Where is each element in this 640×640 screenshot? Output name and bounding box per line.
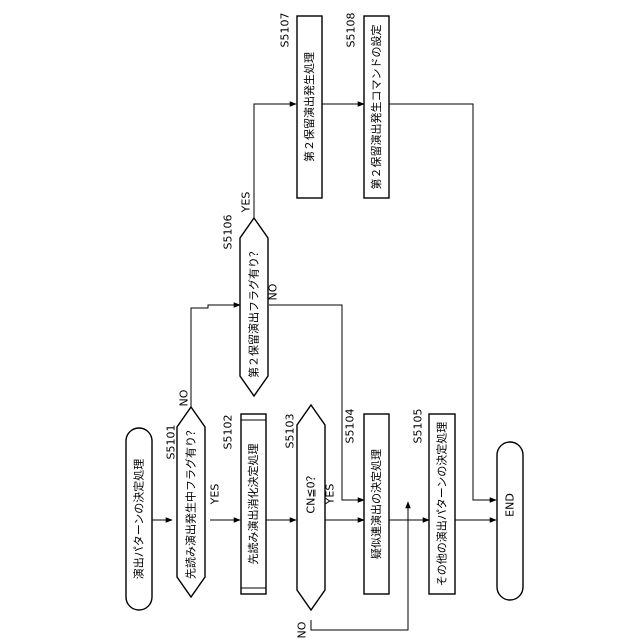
branch-no-s5101: NO	[178, 389, 191, 406]
branch-no-s5103: NO	[296, 621, 309, 638]
process-s5104: 疑似連演出の決定処理	[364, 414, 389, 594]
step-s5105: S5105	[412, 409, 425, 444]
decision-s5103: CN≦0？	[297, 405, 325, 610]
start-node-label: 演出パターンの決定処理	[132, 459, 146, 579]
step-s5103: S5103	[284, 414, 297, 449]
edge-s5106-s5107	[254, 104, 296, 220]
step-s5104: S5104	[344, 409, 357, 444]
process-s5104-label: 疑似連演出の決定処理	[369, 449, 383, 559]
decision-s5101: 先読み演出発生中フラグ有り？	[177, 407, 205, 597]
process-s5102-label: 先読み演出消化決定処理	[246, 444, 260, 565]
start-node: 演出パターンの決定処理	[126, 428, 152, 610]
end-node-label: END	[504, 493, 517, 517]
decision-s5103-label: CN≦0？	[305, 470, 318, 513]
branch-yes-s5101: YES	[209, 484, 222, 506]
branch-no-s5106: NO	[267, 283, 280, 300]
decision-s5106-label: 第２保留演出フラグ有り？	[247, 246, 261, 378]
process-s5107-label: 第２保留演出発生処理	[302, 52, 316, 162]
decision-s5106: 第２保留演出フラグ有り？	[240, 218, 268, 396]
step-s5101: S5101	[165, 425, 178, 460]
process-s5105: その他の演出パターンの決定処理	[429, 414, 455, 594]
branch-yes-s5106: YES	[240, 192, 253, 214]
step-s5102: S5102	[222, 415, 235, 450]
branch-yes-s5103: YES	[324, 484, 337, 506]
end-node: END	[497, 442, 523, 600]
process-s5107: 第２保留演出発生処理	[297, 16, 322, 198]
process-s5102: 先読み演出消化決定処理	[241, 414, 266, 594]
process-s5108: 第２保留演出発生コマンドの設定	[364, 16, 389, 198]
process-s5108-label: 第２保留演出発生コマンドの設定	[369, 25, 383, 190]
process-s5105-label: その他の演出パターンの決定処理	[435, 422, 449, 586]
step-s5106: S5106	[222, 215, 235, 250]
edge-s5101-s5106	[191, 305, 240, 410]
step-s5108: S5108	[345, 13, 358, 48]
decision-s5101-label: 先読み演出発生中フラグ有り？	[184, 425, 198, 579]
step-s5107: S5107	[279, 13, 292, 48]
